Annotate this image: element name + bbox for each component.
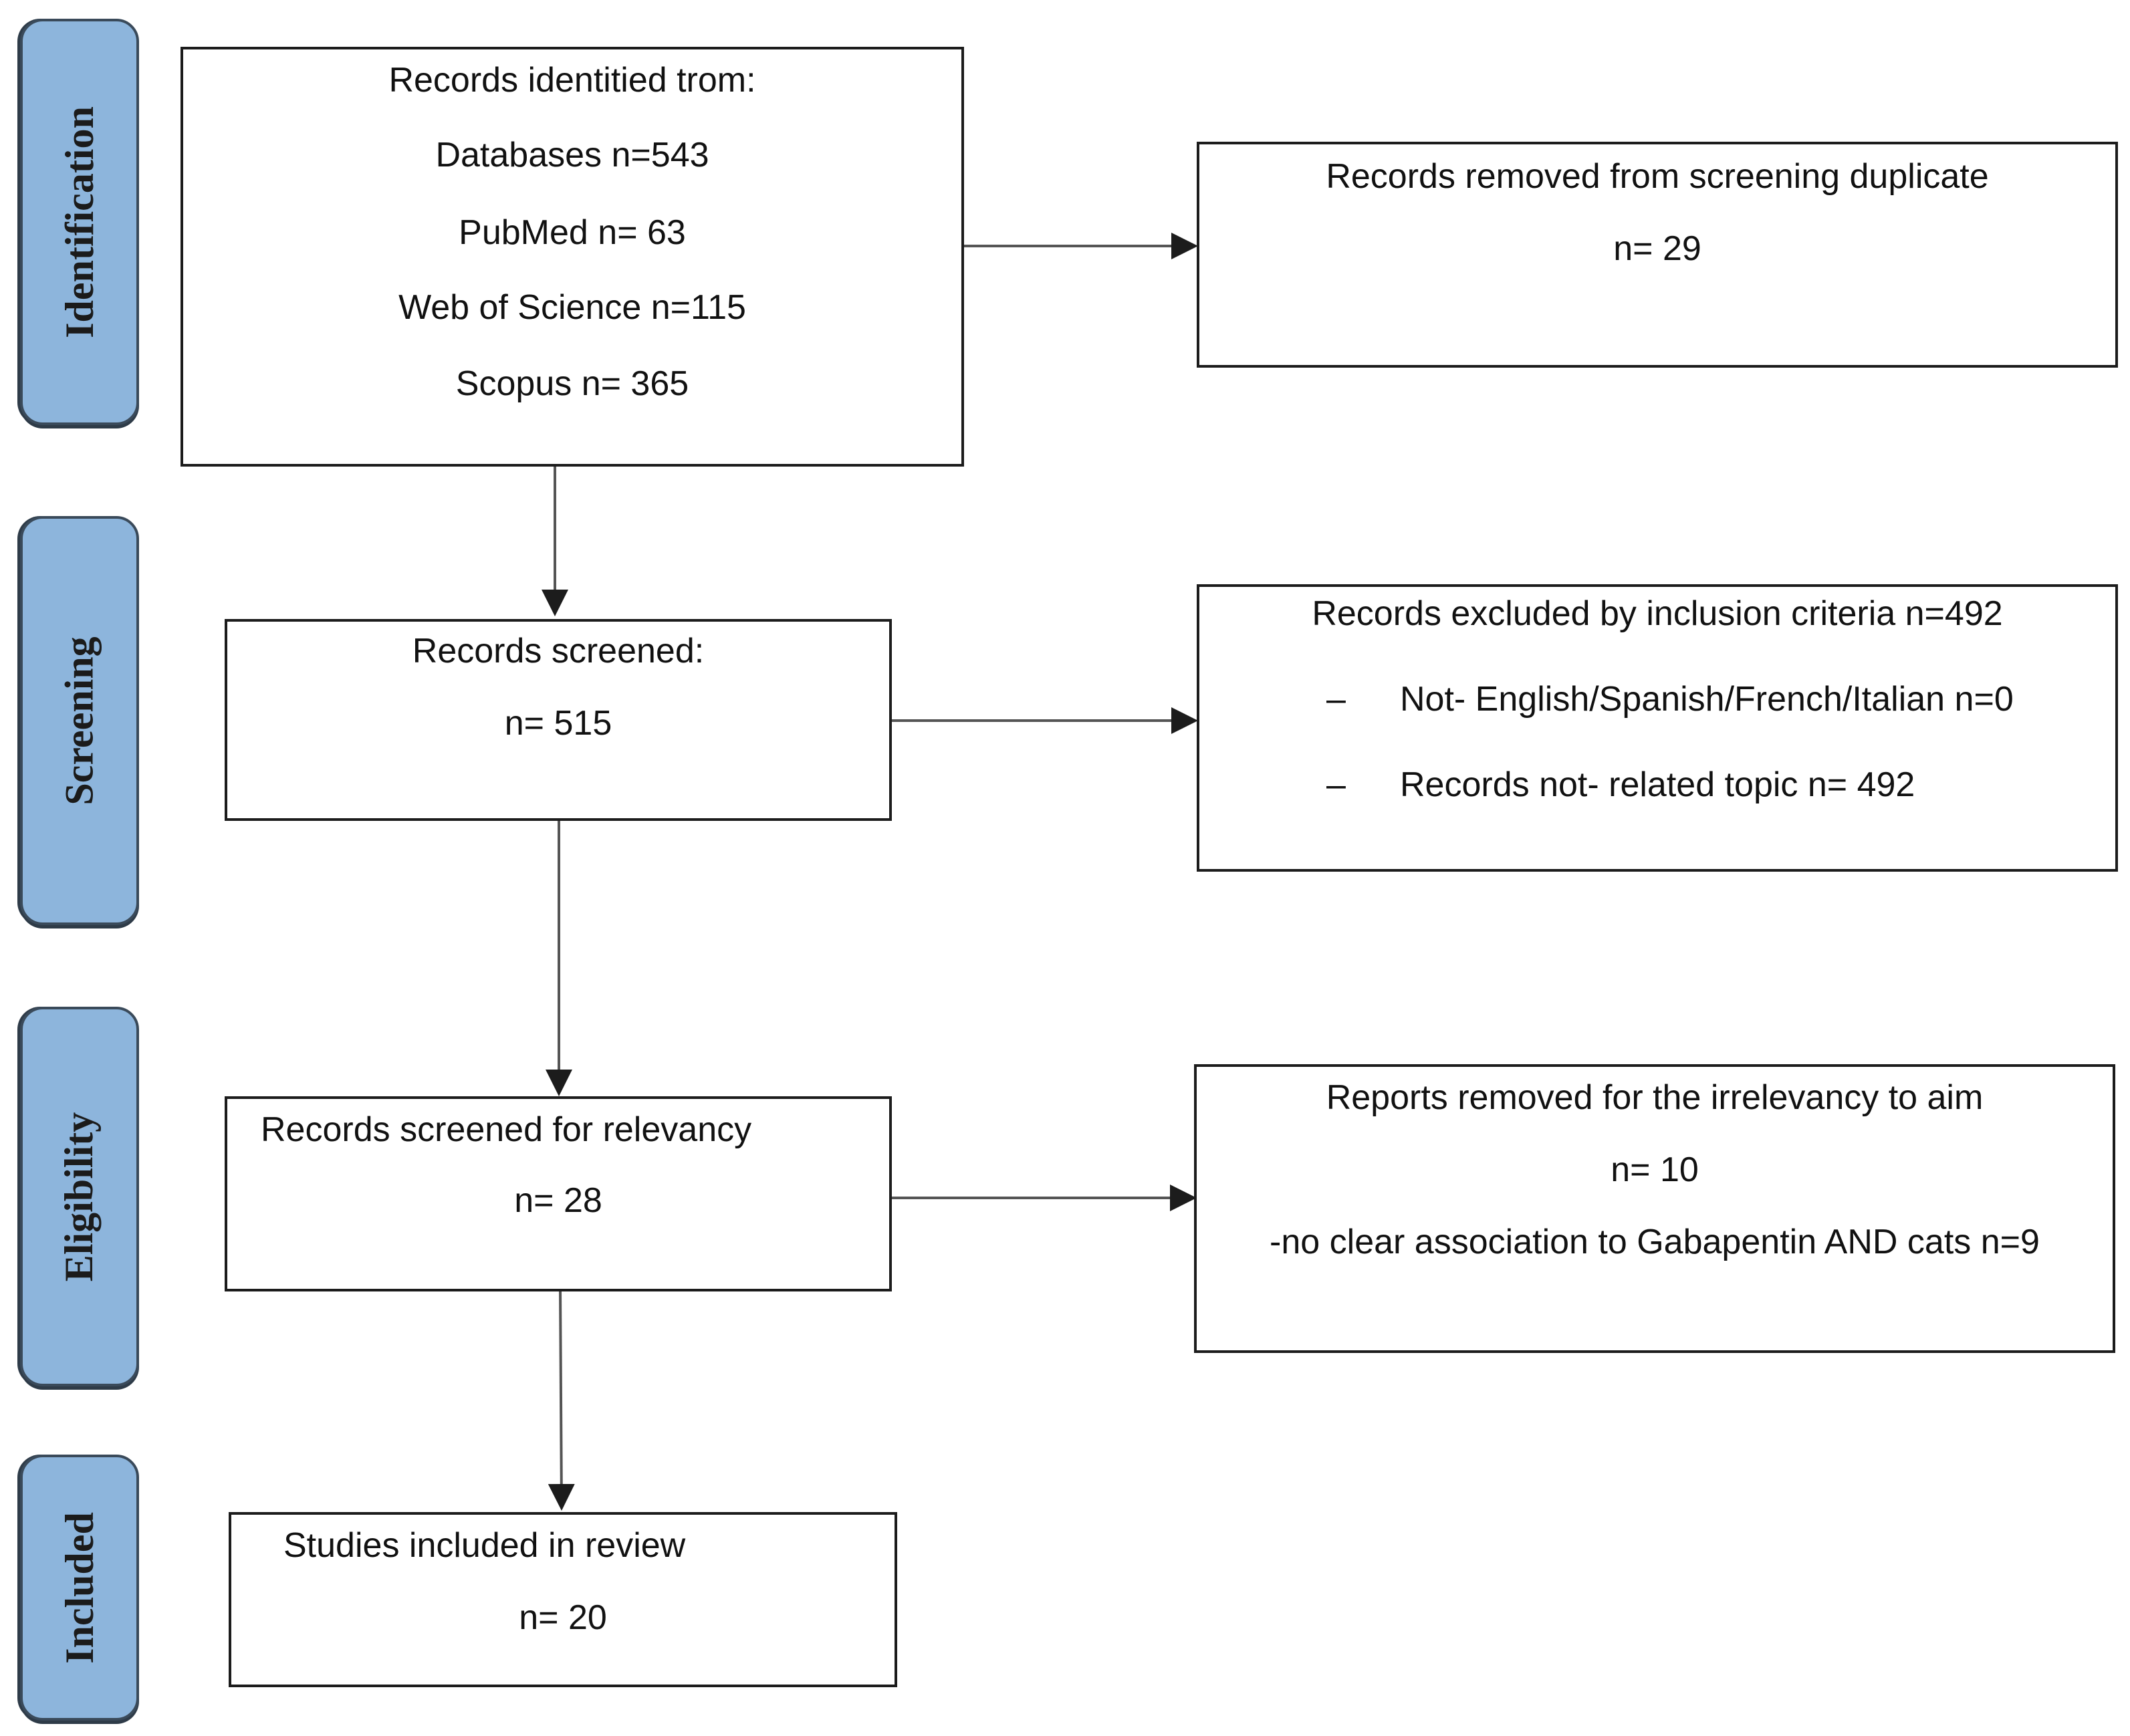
- stage-eligibility: Eligibility: [20, 1007, 139, 1386]
- stage-screening-label: Screening: [57, 636, 102, 805]
- excluded-bullet-1: –: [1326, 680, 1346, 719]
- irrelevant-heading: Reports removed for the irrelevancy to a…: [1326, 1078, 1984, 1117]
- excluded-item-language-text: Not- English/Spanish/French/Italian n=0: [1400, 680, 2014, 719]
- identification-web-of-science: Web of Science n=115: [398, 288, 746, 327]
- identification-box: Records identitied trom: Databases n=543…: [181, 47, 964, 467]
- arrow-relevancy-to-included: [548, 1288, 575, 1511]
- relevancy-box: Records screened for relevancy n= 28: [225, 1096, 892, 1291]
- duplicates-heading: Records removed from screening duplicate: [1326, 157, 1989, 196]
- excluded-item-topic-text: Records not- related topic n= 492: [1400, 765, 1915, 804]
- stage-eligibility-label: Eligibility: [57, 1112, 102, 1281]
- records-excluded-box: Records excluded by inclusion criteria n…: [1197, 584, 2118, 872]
- irrelevant-reports-box: Reports removed for the irrelevancy to a…: [1194, 1064, 2115, 1353]
- irrelevant-count: n= 10: [1611, 1150, 1699, 1189]
- identification-heading: Records identitied trom:: [388, 61, 756, 100]
- studies-included-box: Studies included in review n= 20: [229, 1512, 897, 1687]
- identification-databases: Databases n=543: [435, 136, 709, 174]
- screened-count: n= 515: [504, 704, 612, 743]
- duplicates-count: n= 29: [1613, 229, 1701, 268]
- excluded-bullet-2: –: [1326, 765, 1346, 804]
- relevancy-heading: Records screened for relevancy: [261, 1110, 752, 1149]
- stage-screening: Screening: [20, 516, 139, 925]
- irrelevant-note: -no clear association to Gabapentin AND …: [1270, 1223, 2040, 1261]
- stage-included-label: Included: [57, 1511, 102, 1664]
- excluded-heading: Records excluded by inclusion criteria n…: [1312, 594, 2003, 633]
- excluded-item-language: – Not- English/Spanish/French/Italian n=0: [1326, 679, 2115, 719]
- screened-heading: Records screened:: [412, 632, 705, 670]
- included-count: n= 20: [519, 1598, 607, 1637]
- excluded-item-topic: – Records not- related topic n= 492: [1326, 765, 2115, 805]
- duplicates-removed-box: Records removed from screening duplicate…: [1197, 142, 2118, 368]
- stage-included: Included: [20, 1455, 139, 1721]
- stage-identification-label: Identification: [57, 106, 102, 338]
- identification-pubmed: PubMed n= 63: [459, 213, 686, 252]
- relevancy-count: n= 28: [514, 1181, 602, 1220]
- identification-scopus: Scopus n= 365: [455, 364, 689, 403]
- included-heading: Studies included in review: [283, 1526, 686, 1565]
- records-screened-box: Records screened: n= 515: [225, 619, 892, 821]
- stage-identification: Identification: [20, 19, 139, 425]
